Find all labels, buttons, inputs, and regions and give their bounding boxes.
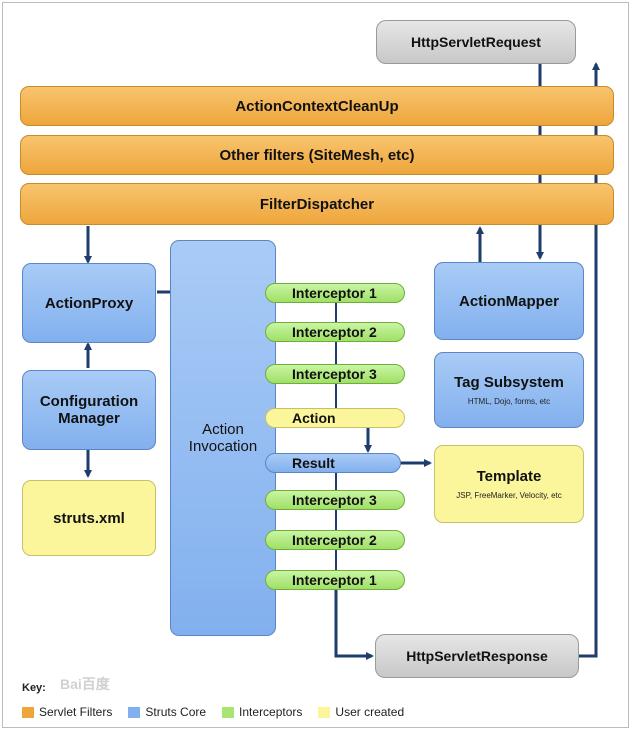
interceptor-2-label: Interceptor 2 <box>292 324 377 340</box>
tag-subsystem-box: Tag Subsystem HTML, Dojo, forms, etc <box>434 352 584 428</box>
template-label: Template <box>476 468 542 485</box>
action-proxy-box: ActionProxy <box>22 263 156 343</box>
action-mapper-box: ActionMapper <box>434 262 584 340</box>
interceptor-2-return-pill: Interceptor 2 <box>265 530 405 550</box>
http-servlet-request-label: HttpServletRequest <box>411 34 541 50</box>
legend-swatch <box>222 706 235 718</box>
struts-xml-box: struts.xml <box>22 480 156 556</box>
watermark-logo: Bai百度 <box>60 676 110 692</box>
interceptor-3-label: Interceptor 3 <box>292 366 377 382</box>
interceptor-2-return-label: Interceptor 2 <box>292 532 377 548</box>
interceptor-3-pill: Interceptor 3 <box>265 364 405 384</box>
arrow-response-to-return <box>579 62 600 658</box>
action-invocation-box: Action Invocation <box>170 240 276 636</box>
interceptor-1-return-pill: Interceptor 1 <box>265 570 405 590</box>
action-label: Action <box>292 410 336 426</box>
action-mapper-label: ActionMapper <box>458 292 559 310</box>
interceptor-3-return-pill: Interceptor 3 <box>265 490 405 510</box>
filter-dispatcher-label: FilterDispatcher <box>259 195 375 213</box>
template-box: Template JSP, FreeMarker, Velocity, etc <box>434 445 584 523</box>
interceptor-1-return-label: Interceptor 1 <box>292 572 377 588</box>
filter-dispatcher-filter: FilterDispatcher <box>20 183 614 225</box>
legend-label: User created <box>335 705 405 719</box>
legend-label: Struts Core <box>145 705 207 719</box>
other-filters-filter: Other filters (SiteMesh, etc) <box>20 135 614 175</box>
configuration-manager-box: Configuration Manager <box>22 370 156 450</box>
result-pill: Result <box>265 453 401 473</box>
action-invocation-label: Action Invocation <box>188 421 258 455</box>
legend-swatch <box>128 706 141 718</box>
legend-item-struts-core: Struts Core <box>128 705 206 719</box>
legend-item-user-created: User created <box>318 705 404 719</box>
http-servlet-request-box: HttpServletRequest <box>376 20 576 64</box>
tag-subsystem-label: Tag Subsystem <box>454 374 564 391</box>
interceptor-1-pill: Interceptor 1 <box>265 283 405 303</box>
struts-xml-label: struts.xml <box>53 509 125 527</box>
legend-label: Interceptors <box>239 705 303 719</box>
arrow-chain-to-response <box>334 590 374 660</box>
interceptor-1-label: Interceptor 1 <box>292 285 377 301</box>
action-proxy-label: ActionProxy <box>44 294 134 312</box>
legend-swatch <box>318 706 331 718</box>
http-servlet-response-label: HttpServletResponse <box>406 648 548 664</box>
template-sublabel: JSP, FreeMarker, Velocity, etc <box>456 491 562 500</box>
configuration-manager-label: Configuration Manager <box>39 393 139 427</box>
interceptor-3-return-label: Interceptor 3 <box>292 492 377 508</box>
result-label: Result <box>292 455 335 471</box>
tag-subsystem-sublabel: HTML, Dojo, forms, etc <box>467 397 551 406</box>
action-context-cleanup-label: ActionContextCleanUp <box>235 97 399 115</box>
http-servlet-response-box: HttpServletResponse <box>375 634 579 678</box>
legend-item-interceptors: Interceptors <box>222 705 302 719</box>
other-filters-label: Other filters (SiteMesh, etc) <box>219 146 415 164</box>
legend: Servlet Filters Struts Core Interceptors… <box>22 705 420 719</box>
interceptor-2-pill: Interceptor 2 <box>265 322 405 342</box>
legend-label: Servlet Filters <box>39 705 113 719</box>
legend-item-servlet-filters: Servlet Filters <box>22 705 112 719</box>
action-context-cleanup-filter: ActionContextCleanUp <box>20 86 614 126</box>
key-title: Key: <box>22 682 46 694</box>
legend-swatch <box>22 706 34 718</box>
action-pill: Action <box>265 408 405 428</box>
